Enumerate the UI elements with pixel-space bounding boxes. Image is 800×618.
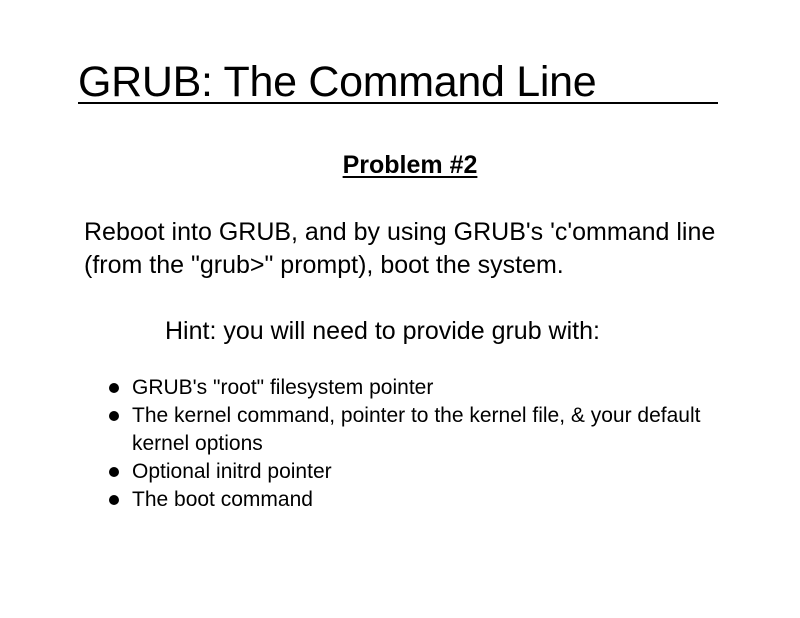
list-item-text: GRUB's "root" filesystem pointer [132, 376, 434, 399]
problem-description-text: Reboot into GRUB, and by using GRUB's 'c… [84, 218, 716, 279]
bullet-icon [109, 383, 119, 393]
problem-description: Reboot into GRUB, and by using GRUB's 'c… [84, 216, 734, 282]
problem-heading-text: Problem #2 [342, 151, 478, 179]
list-item-text: The kernel command, pointer to the kerne… [132, 404, 701, 455]
list-item-text: The boot command [132, 488, 313, 511]
slide-title: GRUB: The Command Line [78, 58, 597, 106]
list-item: Optional initrd pointer [104, 458, 744, 486]
bullet-icon [109, 467, 119, 477]
hint-text: Hint: you will need to provide grub with… [165, 317, 600, 345]
list-item: The boot command [104, 486, 744, 514]
title-underline [78, 102, 718, 104]
problem-heading: Problem #2 [0, 150, 800, 180]
list-item: The kernel command, pointer to the kerne… [104, 402, 744, 458]
bullet-icon [109, 495, 119, 505]
requirements-list: GRUB's "root" filesystem pointer The ker… [104, 374, 744, 514]
bullet-icon [109, 411, 119, 421]
list-item-text: Optional initrd pointer [132, 460, 332, 483]
list-item: GRUB's "root" filesystem pointer [104, 374, 744, 402]
